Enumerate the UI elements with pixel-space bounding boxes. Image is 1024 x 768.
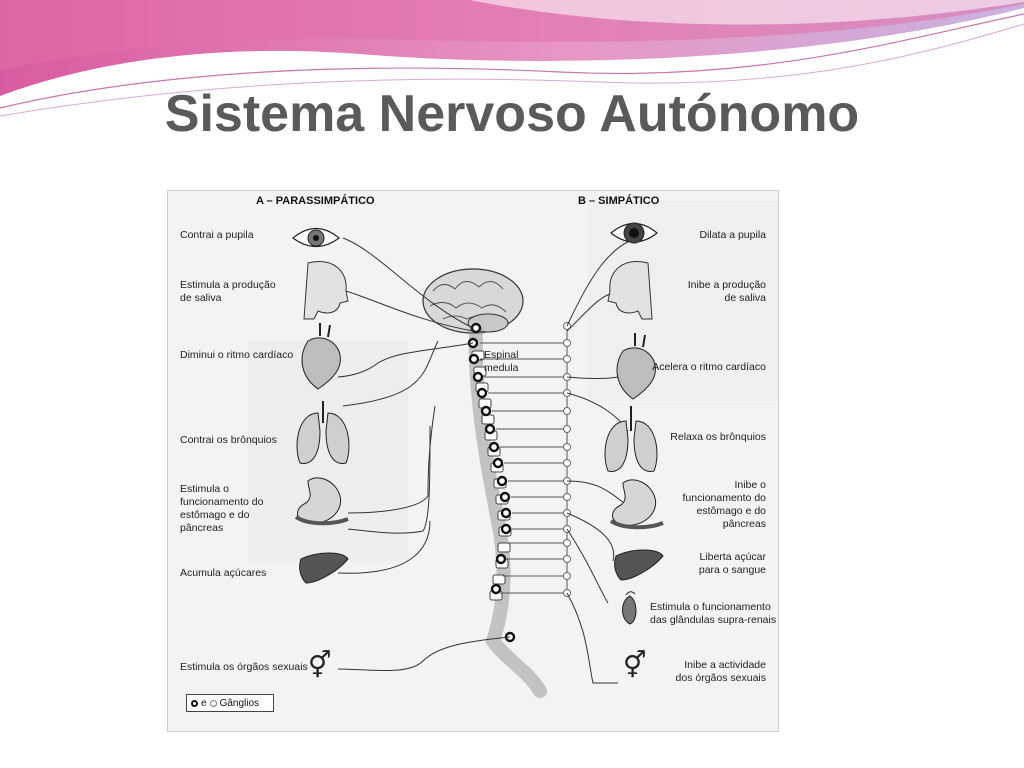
lungs-icon-right — [604, 406, 658, 472]
symp-label-heart: Acelera o ritmo cardíaco — [652, 361, 766, 373]
heart-icon-right — [616, 333, 656, 400]
symp-label-sexual: Inibe a actividade dos órgãos sexuais — [675, 659, 766, 684]
autonomic-nervous-system-diagram: A – PARASSIMPÁTICO B – SIMPÁTICO Espinal… — [167, 190, 779, 732]
eye-icon — [292, 227, 340, 248]
para-label-heart: Diminui o ritmo cardíaco — [180, 349, 294, 361]
symp-label-adrenal: Estimula o funcionamento das glândulas s… — [650, 601, 777, 626]
symp-label-pupil: Dilata a pupila — [699, 229, 766, 241]
spinal-cord-label: Espinal medula — [484, 349, 519, 374]
header-banner — [0, 0, 1024, 117]
eye-icon-right — [610, 222, 658, 244]
para-label-saliva: Estimula a produção de saliva — [180, 279, 276, 304]
legend-label: Gânglios — [219, 697, 260, 709]
sympathetic-heading: B – SIMPÁTICO — [578, 195, 660, 207]
symp-label-stomach: Inibe o funcionamento do estômago e do p… — [682, 479, 766, 530]
para-label-sugar: Acumula açúcares — [180, 567, 267, 579]
para-label-sexual: Estimula os órgãos sexuais — [180, 661, 308, 673]
head-profile-icon-right — [607, 261, 653, 320]
sex-symbol-icon-right: ⚥ — [623, 651, 647, 681]
symp-label-sugar: Liberta açúcar para o sangue — [698, 551, 766, 576]
para-label-bronchi: Contrai os brônquios — [180, 434, 277, 446]
parasympathetic-nerves — [337, 237, 511, 672]
head-profile-icon — [303, 261, 349, 320]
page-title: Sistema Nervoso Autónomo — [164, 85, 860, 143]
sympathetic-ganglion-icon — [209, 699, 217, 707]
symp-label-bronchi: Relaxa os brônquios — [670, 431, 766, 443]
legend-connector: e — [201, 697, 207, 709]
stomach-icon-right — [609, 479, 664, 530]
heart-icon — [301, 323, 341, 390]
stomach-icon — [294, 477, 349, 526]
para-label-pupil: Contrai a pupila — [180, 229, 254, 241]
adrenal-kidney-icon — [622, 591, 637, 625]
ganglia-legend: e Gânglios — [186, 694, 274, 712]
symp-label-saliva: Inibe a produção de saliva — [687, 279, 766, 304]
sympathetic-chain — [480, 322, 571, 597]
sex-symbol-icon: ⚥ — [308, 651, 332, 681]
lungs-icon — [296, 401, 350, 464]
liver-icon-right — [614, 549, 664, 581]
liver-icon — [299, 552, 349, 584]
diagram-drawing — [168, 191, 778, 731]
para-label-stomach: Estimula o funcionamento do estômago e d… — [180, 483, 264, 534]
parasympathetic-heading: A – PARASSIMPÁTICO — [256, 195, 375, 207]
parasympathetic-ganglion-icon — [191, 699, 198, 707]
